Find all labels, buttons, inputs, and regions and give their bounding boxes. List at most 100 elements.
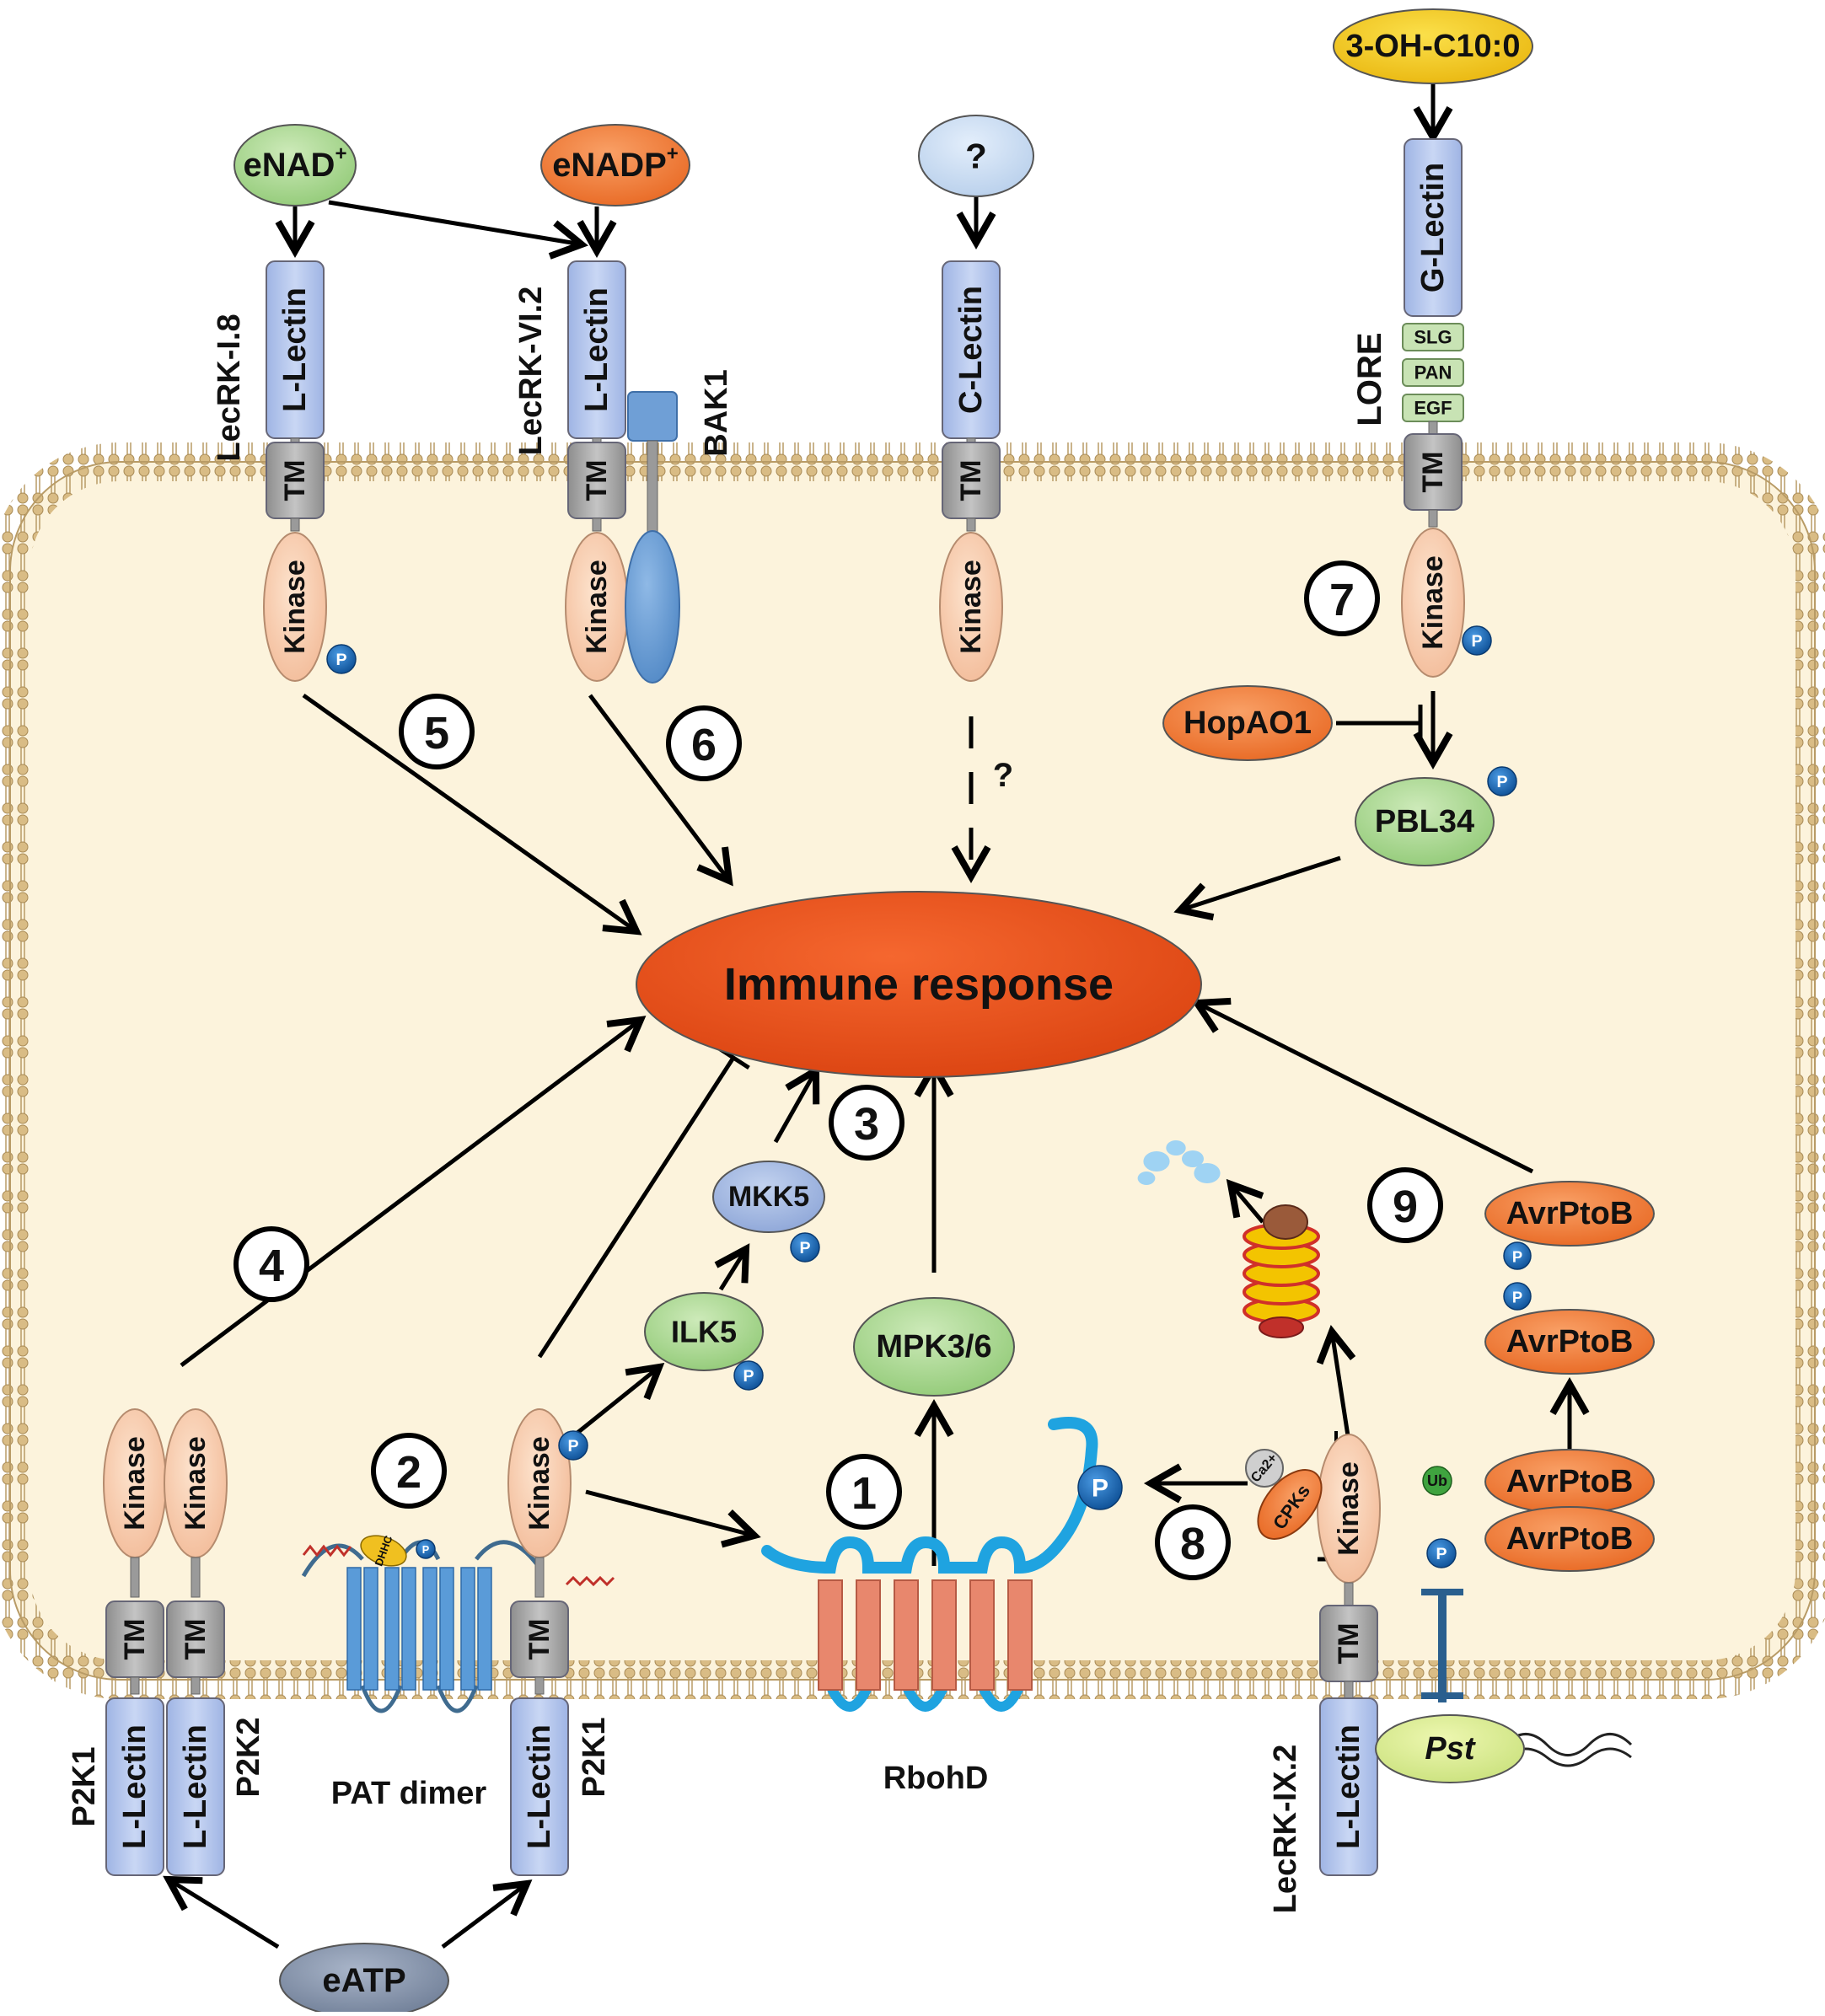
p2k1-left-l-lectin [105,1697,164,1876]
ilk5-phosphate-icon-text: P [743,1367,754,1386]
domain-linker [130,1676,140,1695]
c-lectin-kinase [939,532,1003,682]
lecrk-vi2-tm-label: TM [581,459,613,501]
step-4-marker [233,1226,309,1302]
lecrk-i8-phosphate-icon-text: P [335,651,346,669]
pbl34-protein [1355,777,1495,866]
pat-helix-3 [384,1567,400,1691]
lecrk-i8-kinase-label: Kinase [279,560,311,654]
rbohd-cytoplasmic-loop [761,1417,1098,1574]
pbl34-label: PBL34 [1375,804,1474,839]
lore-phosphate-icon-text: P [1471,632,1482,651]
lore-g-lectin-label: G-Lectin [1415,163,1451,292]
rbohd-helix-6 [1007,1579,1033,1691]
rbohd-helix-3 [894,1579,919,1691]
arrow-ilk5-mkk5 [714,1243,750,1291]
mkk5-phosphate-icon [790,1232,820,1263]
ubiquitin-label: Ub [1427,1472,1447,1489]
step-9-marker [1367,1167,1443,1243]
hopao1-label: HopAO1 [1184,705,1312,741]
rbohd-helix-1 [818,1579,843,1691]
lore-pan-label: PAN [1414,362,1452,383]
immune-response-label: Immune response [724,959,1114,1010]
domain-linker [191,1557,201,1598]
proteasome-cap [1263,1204,1308,1240]
arrow-enad-lecrk-vi2 [328,200,588,260]
arrow-lecrk-proteasome [1316,1325,1356,1442]
lore-kinase-label: Kinase [1417,555,1449,650]
arrows [163,82,1590,1949]
lecrk-i8-name: LecRK-I.8 [212,314,247,461]
hydroxy-ligand-label: 3-OH-C10:0 [1346,29,1521,64]
pst-secretion-base [1421,1692,1463,1699]
proteasome-base [1259,1316,1304,1338]
uncertain-mark: ? [993,757,1013,794]
step-6-marker [666,705,742,781]
avrptob-2 [1484,1309,1655,1375]
pbl34-phosphate-icon [1487,766,1517,796]
pat-helix-7 [460,1567,475,1691]
immune-response [636,891,1202,1078]
avrptob-2-label: AvrPtoB [1506,1324,1634,1359]
avrptob-1-label: AvrPtoB [1506,1196,1634,1231]
avrptob-4-label: AvrPtoB [1506,1521,1634,1557]
c-lectin-tm-label: TM [955,459,987,501]
lore-egf-label: EGF [1414,398,1452,419]
arrow-step6 [588,694,733,887]
p2k1-left-l-lectin-label: L-Lectin [117,1724,153,1849]
p2k2-tm-label: TM [180,1618,212,1659]
enad-ligand [233,124,357,206]
step-8-number: 8 [1180,1519,1205,1569]
hopao1-protein [1162,685,1333,761]
proteasome-icon [1243,1204,1320,1338]
lecrk-ix2-phosphate-icon-text: P [1436,1545,1447,1563]
lecrk-i8-kinase [263,532,327,682]
p2k1-left-kinase-label: Kinase [119,1436,151,1531]
lecrk-vi2-kinase-label: Kinase [581,560,613,654]
domain-linker [534,1557,545,1598]
cpks-protein [1257,1469,1323,1540]
step-8-marker [1155,1504,1231,1580]
c-lectin-domain-label: C-Lectin [953,286,989,414]
domain-linker [1428,509,1438,528]
pat-helix-8 [477,1567,492,1691]
ilk5-phosphate-icon [733,1360,764,1391]
lecrk-vi2-l-lectin-label: L-Lectin [579,287,615,412]
arrow-proteasome-degradation [1226,1178,1264,1224]
avrptob-4 [1484,1506,1655,1572]
unknown-ligand [918,115,1034,197]
pat-phosphate-icon-text: P [422,1544,429,1556]
labels: eNAD+eNADP+?3-OH-C10:0eATPL-LectinTMKina… [67,29,1633,1999]
step-7-number: 7 [1329,575,1355,625]
mkk5-phosphate-icon-text: P [799,1239,810,1257]
pbl34-phosphate-icon-text: P [1496,773,1507,791]
bak1-name: BAK1 [699,369,734,456]
arrow-mkk5-immune [773,1064,820,1144]
bak1-tm [647,440,658,543]
p2k1-right-l-lectin-label: L-Lectin [522,1724,557,1849]
pst-bacterium [1375,1714,1525,1783]
ilk5-protein [644,1292,764,1371]
step-9-number: 9 [1393,1182,1418,1232]
p2k2-name: P2K2 [231,1717,266,1797]
avrptob-phosphate-2-icon-text: P [1512,1289,1522,1306]
mkk5-protein [712,1161,825,1233]
p2k1-right-phosphate-icon [558,1430,588,1461]
arrow-p2k1-inhibition [537,1056,736,1359]
avrptob-3-label: AvrPtoB [1506,1464,1634,1499]
degradation-fragment-2 [1166,1140,1186,1155]
domain-linker [290,517,300,532]
hydroxy-ligand [1333,8,1533,84]
p2k1-left-name: P2K1 [67,1746,102,1826]
step-7-marker [1304,560,1380,636]
avrptob-phosphate-1-icon-text: P [1512,1248,1522,1266]
degradation-fragment-3 [1182,1150,1204,1167]
p2k1-left-tm-label: TM [119,1618,151,1659]
rbohd-phosphate-icon [1077,1465,1123,1510]
pat-dimer-label: PAT dimer [331,1776,487,1811]
step-6-number: 6 [691,720,717,770]
p2k1-right-kinase-label: Kinase [523,1436,556,1531]
rbohd-helix-5 [969,1579,995,1691]
